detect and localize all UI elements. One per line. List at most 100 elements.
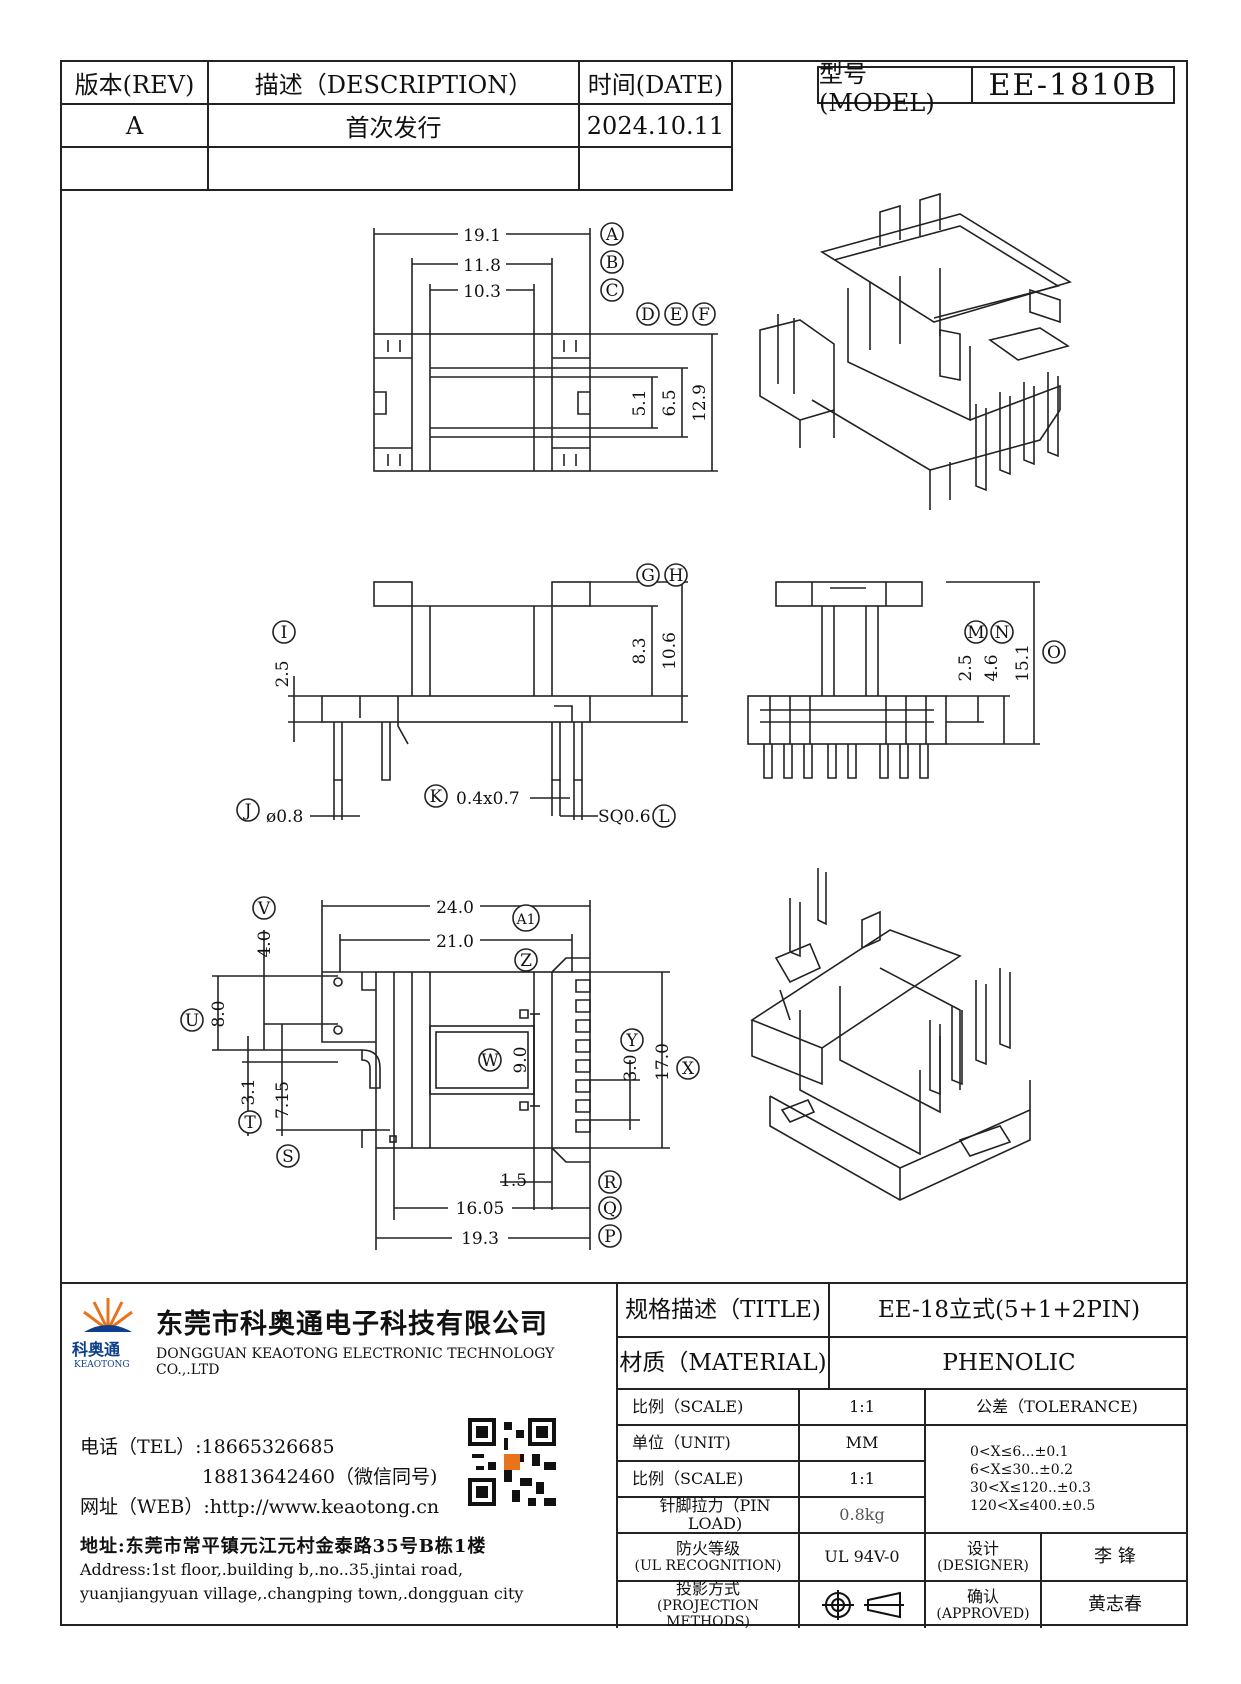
dim-d-value: 5.1 [630,389,650,416]
dim-x-value: 17.0 [653,1043,673,1081]
pin-load-label: 针脚拉力（PIN LOAD) [618,1496,798,1533]
side-view [747,581,1040,779]
side-view-dimensions: 2.5 4.6 15.1 [956,644,1033,682]
approved-value: 黄志春 [1040,1580,1188,1628]
ref-label-p: P [598,1224,622,1248]
dim-t-value: 3.1 [239,1078,259,1105]
dim-f-value: 12.9 [690,384,710,422]
svg-text:A: A [605,225,619,245]
rev-cell: A [60,103,209,148]
dim-a1-value: 24.0 [436,898,474,918]
ref-label-c: C [600,278,624,302]
ul-value: UL 94V-0 [798,1532,924,1580]
ref-label-j: J [236,798,260,822]
dim-w-value: 9.0 [511,1046,531,1073]
tolerance-row: 120<X≤400.±0.5 [970,1498,1096,1514]
ref-label-w: W [478,1048,502,1072]
revision-table: 版本(REV) 描述（DESCRIPTION） 时间(DATE) A 首次发行 … [60,60,733,191]
unit-value: MM [798,1424,924,1460]
front-view [288,581,688,820]
dim-o-value: 15.1 [1013,644,1033,682]
pin-load-value: 0.8kg [798,1496,924,1532]
svg-text:X: X [682,1059,695,1079]
ref-label-b: B [600,250,624,274]
svg-text:W: W [481,1051,499,1071]
top-view-dimensions: 19.1 11.8 10.3 5.1 6.5 12.9 [458,224,710,422]
logo-cn: 科奥通 [72,1340,121,1359]
scale-value: 1:1 [798,1388,924,1424]
approved-label: 确认 (APPROVED) [924,1580,1040,1628]
description-cell: 首次发行 [207,103,580,148]
technical-drawing: 19.1 11.8 10.3 5.1 6.5 12.9 [180,192,1072,1250]
material-value: PHENOLIC [828,1336,1188,1388]
sunburst-logo-icon [83,1298,133,1332]
dim-q-value: 16.05 [456,1199,505,1219]
rev-cell [60,146,209,191]
dim-k-value: 0.4x0.7 [456,789,520,809]
dim-h-value: 10.6 [660,632,680,670]
svg-text:C: C [605,281,618,301]
date-cell [578,146,733,191]
address-en-line2: yuanjiangyuan village,.changping town,.d… [80,1584,524,1603]
ref-label-r: R [598,1170,622,1194]
dim-e-value: 6.5 [660,389,680,416]
company-info: 科奥通 KEAOTONG 东莞市科奥通电子科技有限公司 DONGGUAN KEA… [60,1284,618,1628]
tolerance-values: 0<X≤6...±0.1 6<X≤30..±0.2 30<X≤120..±0.3… [924,1424,1188,1532]
tolerance-label: 公差（TOLERANCE) [924,1388,1188,1424]
ref-label-g: G [636,563,660,587]
date-header: 时间(DATE) [578,60,733,105]
unit-label: 单位（UNIT) [618,1424,798,1460]
ref-label-z: Z [514,948,538,972]
dim-a-value: 19.1 [463,226,501,246]
dim-c-value: 10.3 [463,282,501,302]
dim-i-value: 2.5 [273,660,293,687]
svg-text:D: D [641,305,655,325]
svg-text:O: O [1047,643,1061,663]
top-view-outline [373,333,591,472]
address-en-line1: Address:1st floor,.building b,.no..35.ji… [80,1560,464,1579]
material-label: 材质（MATERIAL) [618,1336,828,1388]
date-cell: 2024.10.11 [578,103,733,148]
dim-u-value: 8.0 [209,1000,229,1027]
website: 网址（WEB）:http://www.keaotong.cn [80,1496,440,1518]
revision-row [60,146,733,191]
description-header: 描述（DESCRIPTION） [207,60,580,105]
spec-table: 规格描述（TITLE) EE-18立式(5+1+2PIN) 材质（MATERIA… [618,1284,1188,1631]
front-view-dimensions: 8.3 10.6 2.5 ø0.8 0.4x0.7 SQ0.6 [266,632,680,827]
ref-label-v: V [252,896,276,920]
svg-text:T: T [244,1113,256,1133]
designer-label-en: (DESIGNER) [937,1558,1029,1575]
svg-text:B: B [606,253,619,273]
ref-label-d: D [636,302,660,326]
ul-label-cn: 防火等级 [675,1538,740,1558]
scale2-value: 1:1 [798,1460,924,1496]
scale2-label: 比例（SCALE) [618,1460,798,1496]
svg-text:H: H [669,566,684,586]
svg-text:P: P [604,1227,615,1247]
ref-label-o: O [1042,640,1066,664]
designer-value: 李 锋 [1040,1532,1188,1580]
svg-text:J: J [243,801,252,821]
address-cn: 地址:东莞市常平镇元江元村金泰路35号B栋1楼 [80,1536,487,1557]
svg-text:V: V [257,899,271,919]
ref-label-x: X [676,1056,700,1080]
title-block: 科奥通 KEAOTONG 东莞市科奥通电子科技有限公司 DONGGUAN KEA… [60,1282,1188,1631]
designer-label: 设计 (DESIGNER) [924,1532,1040,1580]
svg-text:A1: A1 [515,912,535,928]
dim-g-value: 8.3 [630,637,650,664]
telephone-2: 18813642460（微信同号) [202,1466,438,1488]
dim-r-value: 1.5 [500,1171,527,1191]
ref-label-s: S [276,1144,300,1168]
ref-label-a: A [600,222,624,246]
svg-text:Z: Z [520,951,532,971]
dim-p-value: 19.3 [461,1229,499,1249]
scale-label: 比例（SCALE) [618,1388,798,1424]
svg-text:L: L [658,807,669,827]
description-cell [207,146,580,191]
dim-y-value: 3.0 [621,1054,641,1081]
ref-label-l: L [652,804,676,828]
svg-text:I: I [281,623,288,643]
dim-s-value: 7.15 [273,1081,293,1119]
dim-m-value: 2.5 [956,654,976,681]
projection-label-en: (PROJECTION METHODS) [656,1598,760,1631]
